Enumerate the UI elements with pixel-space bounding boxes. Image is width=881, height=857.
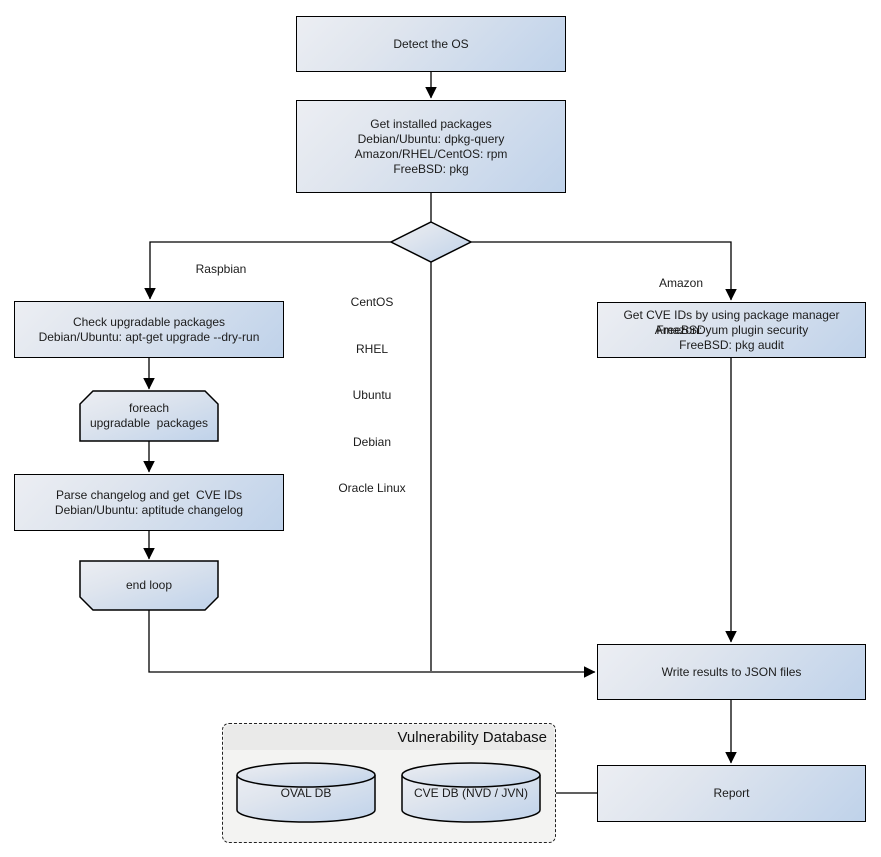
branch-label-right: Amazon FreeBSD bbox=[631, 245, 731, 369]
node-report: Report bbox=[597, 765, 866, 822]
branch-label-raspbian: Raspbian bbox=[195, 262, 247, 276]
node-get-installed-line1: Get installed packages bbox=[370, 116, 492, 131]
node-check-upgradable-line1: Check upgradable packages bbox=[72, 314, 226, 329]
vulnerability-database-header: Vulnerability Database bbox=[224, 725, 554, 750]
node-parse-changelog: Parse changelog and get CVE IDs Debian/U… bbox=[14, 474, 284, 531]
edge-decision-to-check bbox=[144, 241, 391, 300]
center-branch-centos: CentOS bbox=[350, 295, 394, 309]
node-get-installed-packages: Get installed packages Debian/Ubuntu: dp… bbox=[296, 100, 566, 193]
node-get-cve-ids-line2: Amazon: yum plugin security bbox=[654, 322, 809, 337]
node-check-upgradable-line2: Debian/Ubuntu: apt-get upgrade --dry-run bbox=[38, 329, 260, 344]
edge-decision-to-getcve bbox=[471, 241, 737, 301]
node-report-label: Report bbox=[713, 786, 750, 800]
os-decision-diamond bbox=[389, 221, 473, 263]
foreach-loop-shape bbox=[79, 390, 219, 442]
edge-endloop-to-write bbox=[148, 610, 596, 678]
end-loop-shape bbox=[79, 560, 219, 611]
node-get-installed-line2: Debian/Ubuntu: dpkg-query bbox=[357, 131, 505, 146]
center-branch-ubuntu: Ubuntu bbox=[352, 388, 392, 402]
center-branch-oracle: Oracle Linux bbox=[338, 481, 406, 495]
node-get-installed-line3: Amazon/RHEL/CentOS: rpm bbox=[354, 146, 508, 161]
right-branch-freebsd: FreeBSD bbox=[656, 322, 706, 337]
node-detect-os-label: Detect the OS bbox=[393, 36, 469, 51]
right-branch-amazon: Amazon bbox=[658, 276, 704, 290]
node-check-upgradable: Check upgradable packages Debian/Ubuntu:… bbox=[14, 301, 284, 358]
node-write-results-label: Write results to JSON files bbox=[661, 664, 802, 679]
node-detect-os: Detect the OS bbox=[296, 16, 566, 72]
cve-db-cylinder bbox=[401, 762, 541, 823]
node-get-cve-ids: Get CVE IDs by using package manager Ama… bbox=[597, 302, 866, 358]
node-parse-changelog-line2: Debian/Ubuntu: aptitude changelog bbox=[54, 502, 244, 517]
node-get-cve-ids-line3: FreeBSD: pkg audit bbox=[679, 337, 784, 352]
node-get-cve-ids-line1: Get CVE IDs by using package manager bbox=[623, 307, 840, 322]
center-branch-debian: Debian bbox=[352, 434, 392, 449]
oval-db-cylinder bbox=[236, 762, 376, 823]
center-branch-rhel: RHEL bbox=[355, 341, 388, 356]
node-parse-changelog-line1: Parse changelog and get CVE IDs bbox=[55, 487, 243, 502]
branch-label-center: CentOS RHEL Ubuntu Debian Oracle Linux bbox=[322, 264, 422, 528]
node-get-installed-line4: FreeBSD: pkg bbox=[393, 161, 469, 176]
node-write-results: Write results to JSON files bbox=[597, 644, 866, 700]
vulnerability-database-title: Vulnerability Database bbox=[397, 729, 547, 746]
